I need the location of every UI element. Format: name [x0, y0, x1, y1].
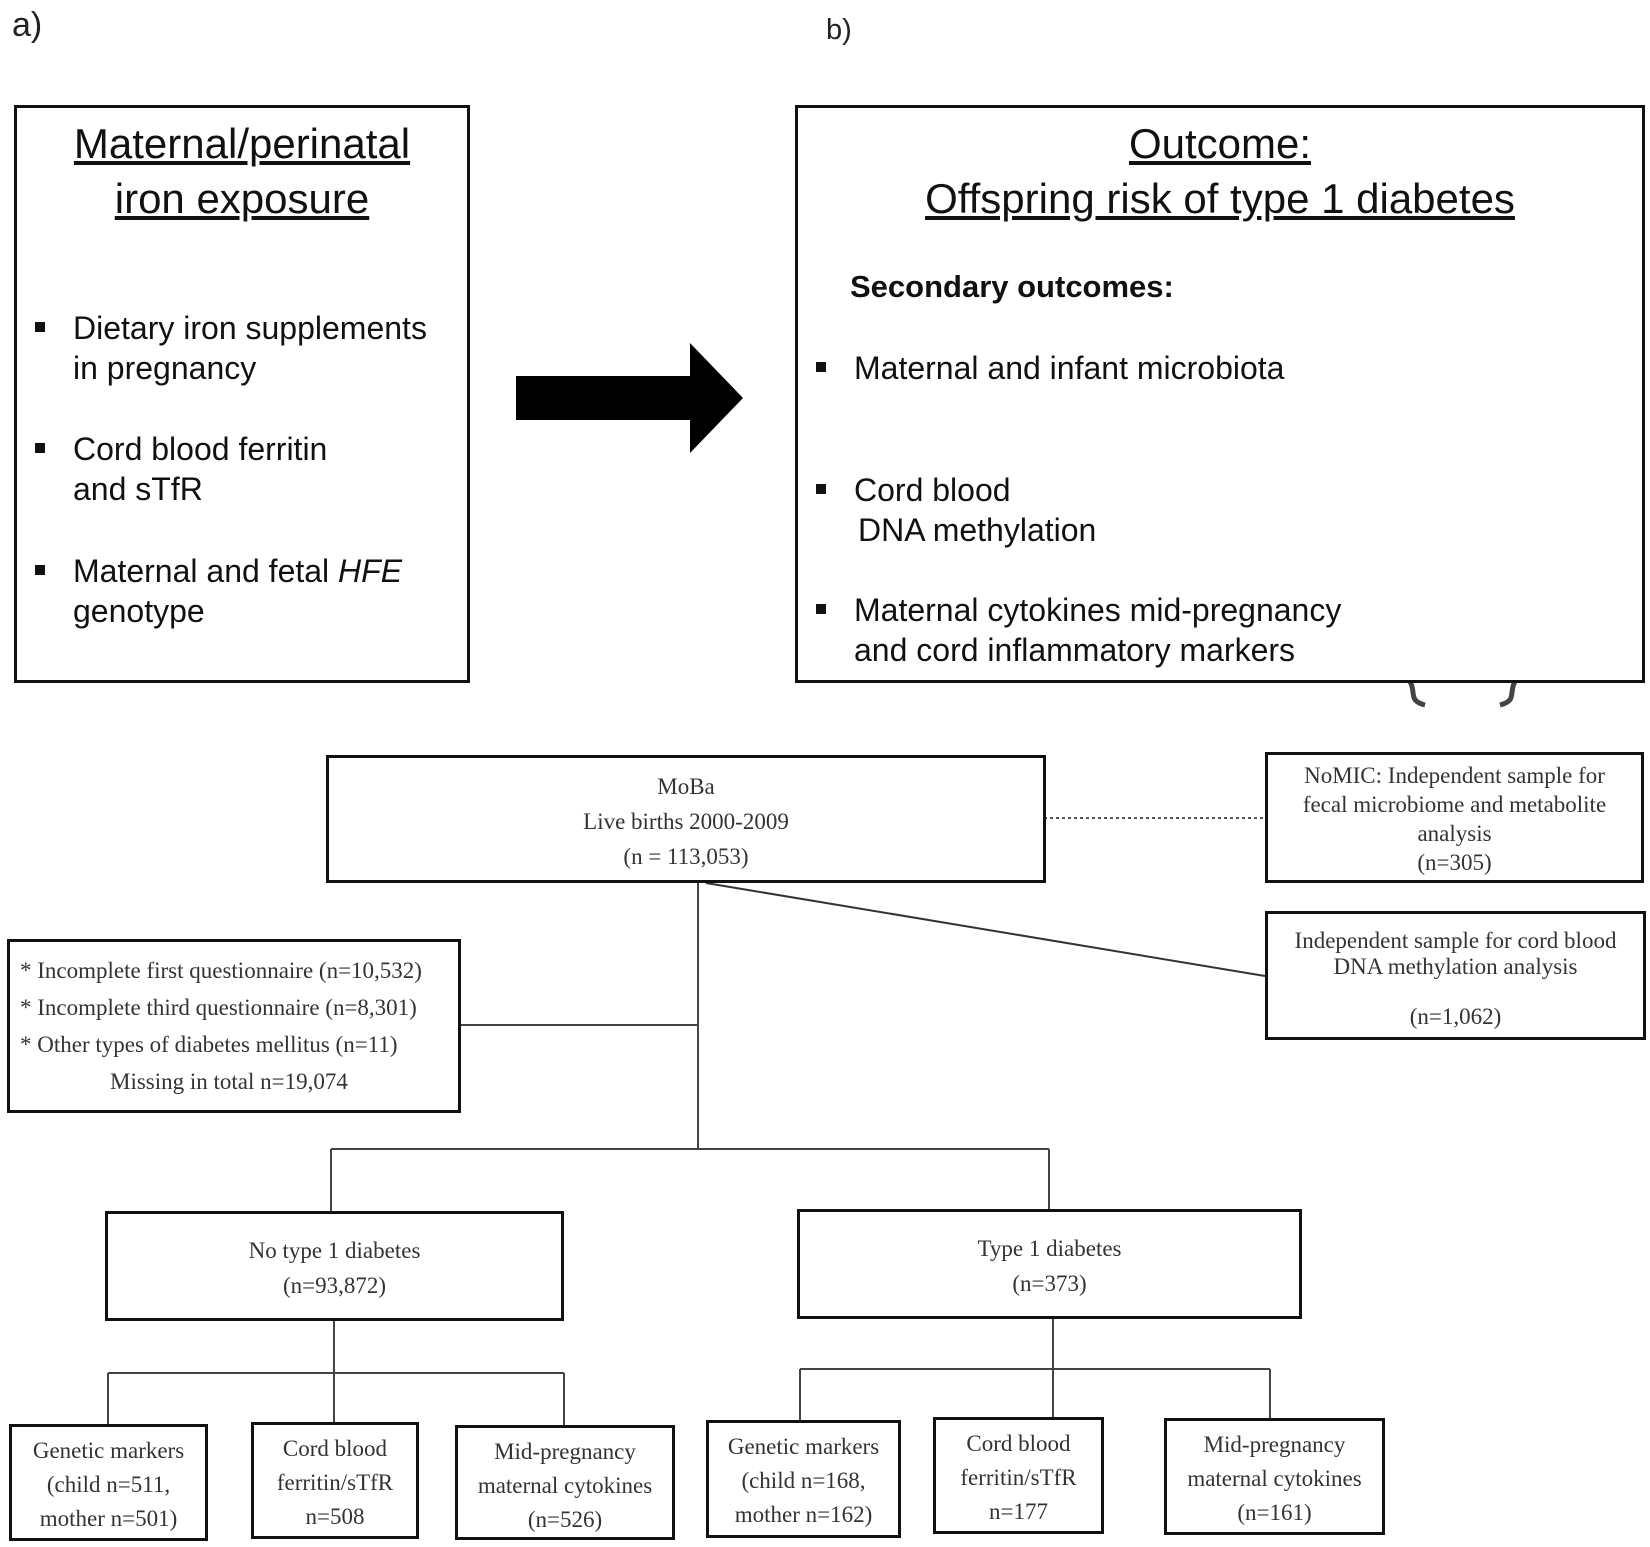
bullet-icon	[35, 443, 45, 453]
nomic-line: analysis	[1417, 821, 1492, 846]
child-box-line: mother n=501)	[39, 1506, 178, 1531]
moba-count: (n = 113,053)	[623, 844, 749, 869]
child-box-line: Cord blood	[282, 1436, 388, 1461]
child-box-line: n=177	[989, 1499, 1048, 1524]
outcome-item-line: DNA methylation	[858, 512, 1097, 548]
t1d-count: (n=373)	[1012, 1271, 1087, 1296]
exposure-title-line1: Maternal/perinatal	[73, 120, 411, 167]
no-t1d-label: No type 1 diabetes	[248, 1238, 421, 1263]
moba-to-methylation-line	[705, 882, 1266, 977]
outcome-item-line: Maternal and infant microbiota	[854, 350, 1285, 386]
nomic-line: fecal microbiome and metabolite	[1302, 792, 1607, 817]
bullet-icon	[816, 362, 826, 372]
child-box-line: ferritin/sTfR	[960, 1465, 1077, 1490]
outcome-item-line: Cord blood	[854, 472, 1011, 508]
moba-subtitle: Live births 2000-2009	[583, 809, 789, 834]
nomic-box: NoMIC: Independent sample for fecal micr…	[1265, 752, 1644, 883]
child-box-line: Genetic markers	[32, 1438, 185, 1463]
child-box-line: (n=526)	[527, 1507, 603, 1532]
t1d-ferritin-box: Cord blood ferritin/sTfR n=177	[933, 1417, 1104, 1534]
outcome-item-microbiota: Maternal and infant microbiota	[816, 348, 1285, 388]
child-box-line: (n=161)	[1237, 1500, 1312, 1525]
bullet-icon	[816, 484, 826, 494]
no-t1d-cytokines-box: Mid-pregnancy maternal cytokines (n=526)	[455, 1425, 675, 1540]
child-box-line: Mid-pregnancy	[1203, 1432, 1346, 1457]
exposure-item-ferritin: Cord blood ferritin and sTfR	[35, 429, 328, 509]
methylation-line: Independent sample for cord blood	[1294, 928, 1617, 953]
outcome-item-line: and cord inflammatory markers	[854, 632, 1296, 668]
hfe-gene-name: HFE	[338, 553, 403, 589]
outcome-item-line: Maternal cytokines mid-pregnancy	[854, 592, 1342, 628]
secondary-outcomes-heading: Secondary outcomes:	[850, 269, 1174, 304]
moba-title: MoBa	[657, 774, 715, 799]
outcome-title-line2: Offspring risk of type 1 diabetes	[925, 175, 1515, 222]
exposure-item-line: Maternal and fetal HFE	[73, 551, 402, 591]
t1d-label: Type 1 diabetes	[977, 1236, 1122, 1261]
exposure-item-line: and sTfR	[73, 471, 203, 507]
missing-first-questionnaire: * Incomplete first questionnaire (n=10,5…	[20, 958, 422, 983]
outcome-item-cytokines: Maternal cytokines mid-pregnancy and cor…	[816, 590, 1342, 670]
child-box-line: Genetic markers	[727, 1434, 880, 1459]
no-t1d-box: No type 1 diabetes (n=93,872)	[105, 1211, 564, 1321]
child-box-line: (child n=511,	[46, 1472, 171, 1497]
outcome-title-line1: Outcome:	[1128, 120, 1312, 167]
exposure-item-iron-supplements: Dietary iron supplements in pregnancy	[35, 308, 427, 388]
outcome-box: Outcome: Offspring risk of type 1 diabet…	[795, 105, 1645, 683]
bullet-icon	[35, 322, 45, 332]
methylation-sample-box: Independent sample for cord blood DNA me…	[1265, 911, 1646, 1040]
child-box-line: maternal cytokines	[1187, 1466, 1362, 1491]
missing-other-diabetes: * Other types of diabetes mellitus (n=11…	[20, 1032, 398, 1057]
t1d-cytokines-box: Mid-pregnancy maternal cytokines (n=161)	[1164, 1418, 1385, 1535]
panel-label-b: b)	[826, 14, 852, 46]
child-box-line: (child n=168,	[741, 1468, 866, 1493]
t1d-box: Type 1 diabetes (n=373)	[797, 1209, 1302, 1319]
child-box-line: ferritin/sTfR	[276, 1470, 394, 1495]
exposure-item-line: genotype	[73, 593, 205, 629]
exposure-title-line2: iron exposure	[114, 175, 370, 222]
child-box-line: n=508	[305, 1504, 365, 1529]
bullet-icon	[35, 565, 45, 575]
exposure-item-line: Dietary iron supplements	[73, 310, 427, 346]
child-box-line: Mid-pregnancy	[494, 1439, 636, 1464]
child-box-line: maternal cytokines	[477, 1473, 653, 1498]
child-box-line: Cord blood	[966, 1431, 1071, 1456]
missing-data-box: * Incomplete first questionnaire (n=10,5…	[7, 939, 461, 1113]
moba-box: MoBa Live births 2000-2009 (n = 113,053)	[326, 755, 1046, 883]
no-t1d-count: (n=93,872)	[282, 1273, 387, 1298]
exposure-item-hfe-genotype: Maternal and fetal HFE genotype	[35, 551, 402, 631]
no-t1d-genetic-box: Genetic markers (child n=511, mother n=5…	[9, 1424, 208, 1541]
methylation-count: (n=1,062)	[1409, 1004, 1502, 1029]
outcome-item-methylation: Cord blood DNA methylation	[816, 470, 1097, 550]
missing-third-questionnaire: * Incomplete third questionnaire (n=8,30…	[20, 995, 417, 1020]
exposure-title: Maternal/perinatal iron exposure	[17, 116, 467, 226]
exposure-item-line: in pregnancy	[73, 350, 257, 386]
nomic-count: (n=305)	[1417, 850, 1492, 875]
methylation-line: DNA methylation analysis	[1333, 954, 1578, 979]
exposure-item-line: Cord blood ferritin	[73, 431, 328, 467]
exposure-to-outcome-arrow	[516, 343, 743, 453]
child-box-line: mother n=162)	[734, 1502, 873, 1527]
t1d-genetic-box: Genetic markers (child n=168, mother n=1…	[706, 1420, 901, 1538]
nomic-line: NoMIC: Independent sample for	[1304, 763, 1605, 788]
panel-label-a: a)	[12, 6, 43, 44]
exposure-item-text: Maternal and fetal	[73, 553, 339, 589]
bullet-icon	[816, 604, 826, 614]
outcome-title: Outcome: Offspring risk of type 1 diabet…	[798, 116, 1642, 226]
exposure-box: Maternal/perinatal iron exposure Dietary…	[14, 105, 470, 683]
missing-total: Missing in total n=19,074	[110, 1069, 348, 1094]
no-t1d-ferritin-box: Cord blood ferritin/sTfR n=508	[251, 1422, 419, 1539]
